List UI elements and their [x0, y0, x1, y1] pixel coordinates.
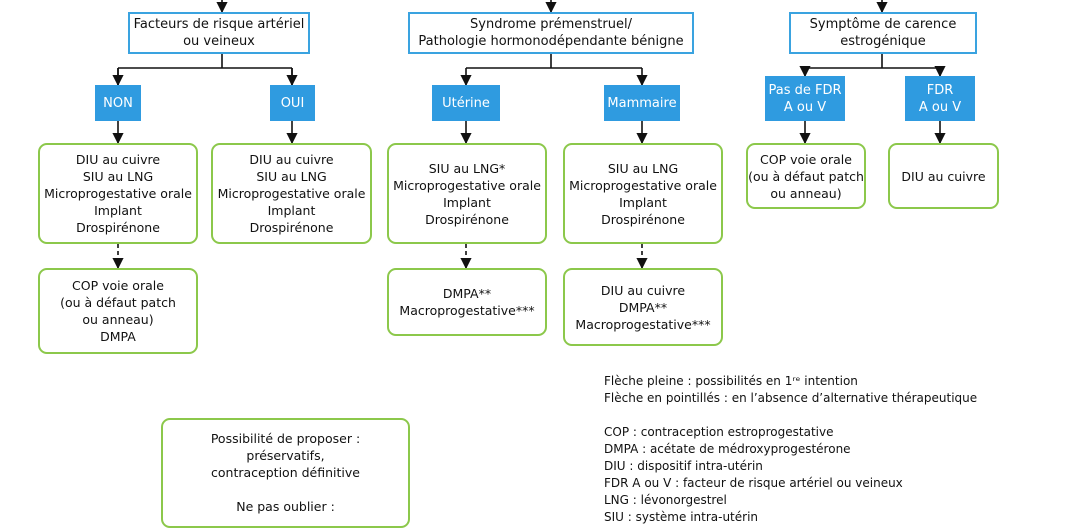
tag-fdr: FDR A ou V — [905, 76, 975, 121]
connector-arterial-split — [117, 54, 293, 88]
box-pas-fdr-first-line: COP voie orale (ou à défaut patch ou ann… — [746, 143, 866, 209]
tag-oui: OUI — [270, 85, 315, 121]
tag-uterine: Utérine — [432, 85, 500, 121]
box-uterine-second-line: DMPA** Macroprogestative*** — [387, 268, 547, 336]
connector-estrogen-split — [805, 54, 940, 69]
header-premenstrual: Syndrome prémenstruel/ Pathologie hormon… — [408, 12, 694, 54]
connector-premenstrual-split — [466, 54, 642, 69]
box-uterine-first-line: SIU au LNG* Microprogestative orale Impl… — [387, 143, 547, 244]
box-fdr-first-line: DIU au cuivre — [888, 143, 999, 209]
box-non-second-line: COP voie orale (ou à défaut patch ou ann… — [38, 268, 198, 354]
header-estrogen-deficiency: Symptôme de carence estrogénique — [789, 12, 977, 54]
tag-non: NON — [95, 85, 141, 121]
box-oui-first-line: DIU au cuivre SIU au LNG Microprogestati… — [211, 143, 372, 244]
tag-mammaire: Mammaire — [604, 85, 680, 121]
box-mammaire-second-line: DIU au cuivre DMPA** Macroprogestative**… — [563, 268, 723, 346]
box-other-options: Possibilité de proposer : préservatifs, … — [161, 418, 410, 528]
connector-lines — [112, 0, 946, 270]
box-mammaire-first-line: SIU au LNG Microprogestative orale Impla… — [563, 143, 723, 244]
box-non-first-line: DIU au cuivre SIU au LNG Microprogestati… — [38, 143, 198, 244]
tag-pas-fdr: Pas de FDR A ou V — [765, 76, 845, 121]
legend-abbreviations: COP : contraception estroprogestative DM… — [604, 425, 903, 524]
legend-arrows: Flèche pleine : possibilités en 1ʳᵉ inte… — [604, 374, 978, 405]
header-arterial-risk: Facteurs de risque artériel ou veineux — [128, 12, 310, 54]
